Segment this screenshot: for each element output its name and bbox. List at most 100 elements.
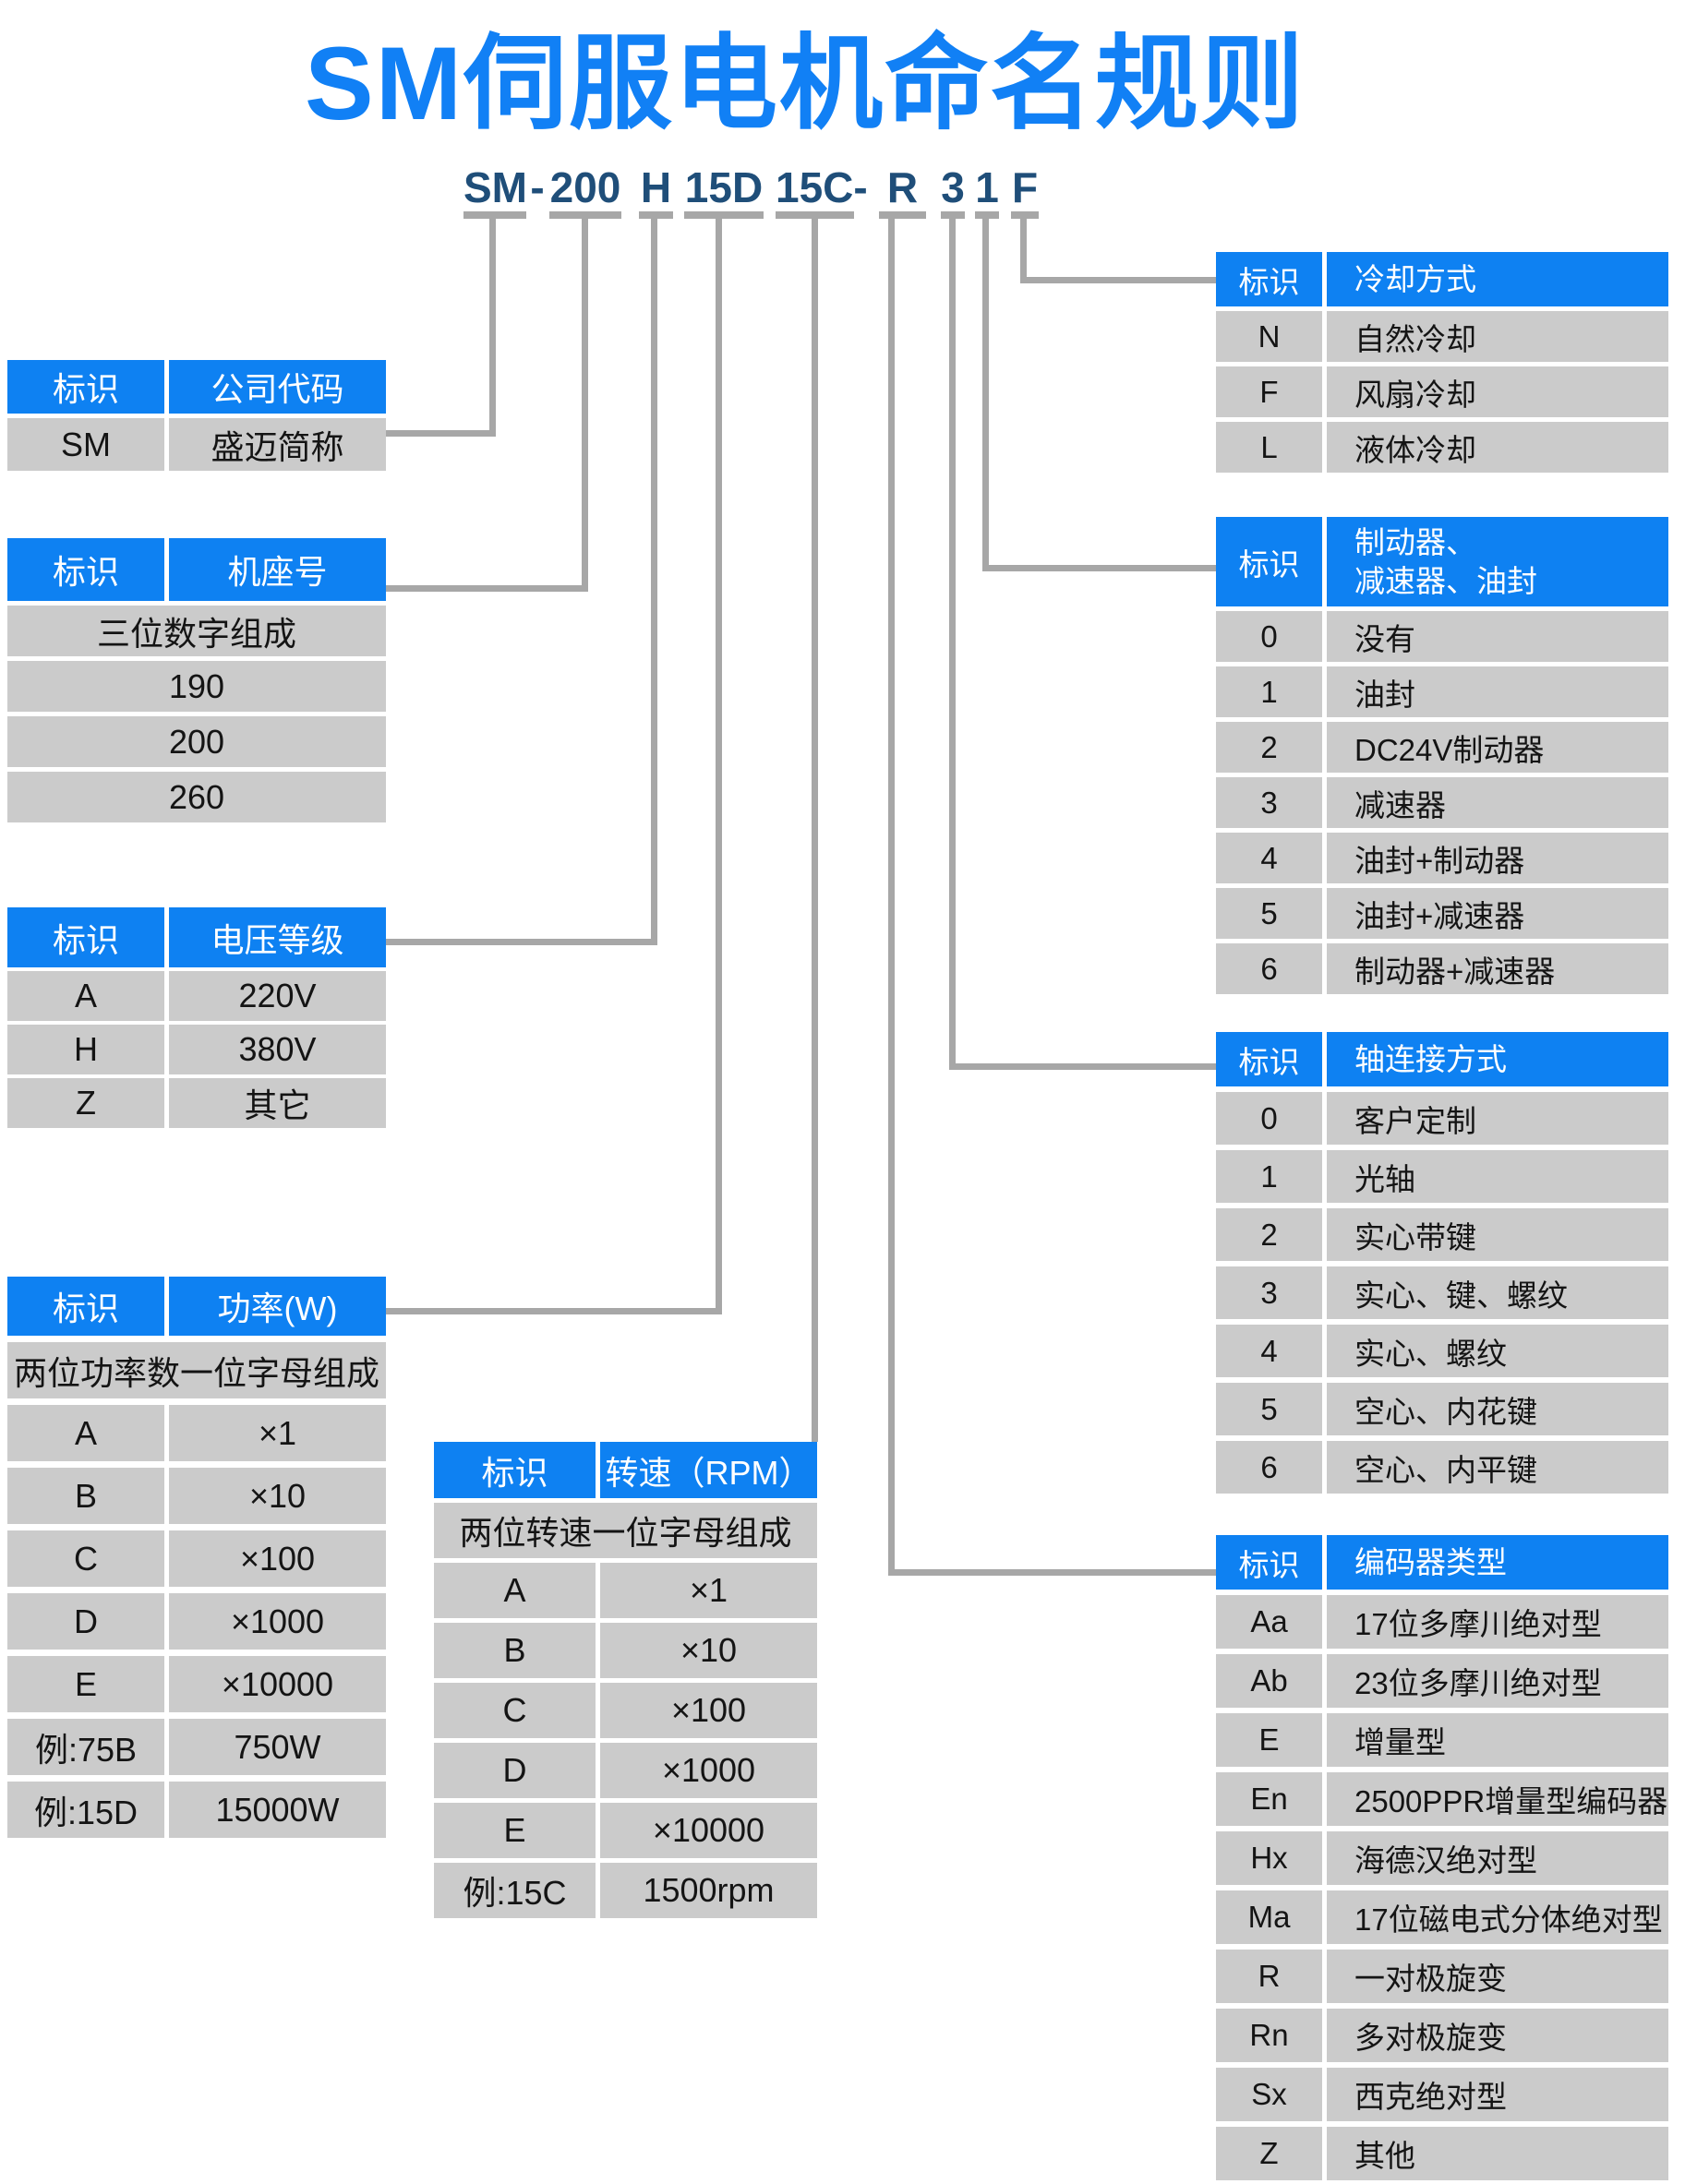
shaft-row-6-desc: 空心、内平键: [1327, 1441, 1668, 1494]
segment-underline-power: [684, 211, 764, 219]
speed-row-1-id: A: [434, 1563, 596, 1618]
frame-header-label: 机座号: [169, 538, 386, 601]
speed-row-3-desc: ×100: [600, 1683, 817, 1738]
shaft-header-row: 标识轴连接方式: [1216, 1032, 1668, 1086]
brake-header-row: 标识制动器、 减速器、油封: [1216, 517, 1668, 606]
shaft-row-4-id: 4: [1216, 1325, 1322, 1377]
power-row-4-id: D: [7, 1593, 164, 1650]
speed-row-1: A×1: [434, 1563, 817, 1618]
encoder-row-8-id: Sx: [1216, 2068, 1322, 2121]
company-header-row: 标识公司代码: [7, 360, 386, 414]
power-row-7-desc: 15000W: [169, 1782, 386, 1838]
connector-vertical-brake: [982, 219, 989, 571]
shaft-row-0-id: 0: [1216, 1092, 1322, 1145]
model-segment-power: 15D: [684, 163, 764, 211]
company-row-0-desc: 盛迈简称: [169, 418, 386, 471]
shaft-header-id: 标识: [1216, 1032, 1322, 1086]
frame-header-row: 标识机座号: [7, 538, 386, 601]
model-segment-voltage: H: [640, 163, 672, 211]
speed-header-label: 转速（RPM）: [600, 1442, 817, 1498]
cooling-header-label: 冷却方式: [1327, 252, 1668, 306]
segment-underline-shaft: [941, 211, 965, 219]
brake-row-0-id: 0: [1216, 611, 1322, 662]
power-row-1: A×1: [7, 1405, 386, 1461]
cooling-row-1-desc: 风扇冷却: [1327, 366, 1668, 417]
connector-vertical-cooling: [1020, 219, 1027, 283]
model-segment-sm: SM: [463, 163, 527, 211]
shaft-row-0-desc: 客户定制: [1327, 1092, 1668, 1145]
brake-row-5-id: 5: [1216, 888, 1322, 939]
voltage-header-row: 标识电压等级: [7, 907, 386, 967]
power-row-1-id: A: [7, 1405, 164, 1461]
power-row-6-desc: 750W: [169, 1719, 386, 1775]
encoder-row-1-desc: 23位多摩川绝对型: [1327, 1654, 1668, 1708]
power-row-3-id: C: [7, 1530, 164, 1587]
brake-header-label: 制动器、 减速器、油封: [1327, 517, 1668, 606]
speed-header-row: 标识转速（RPM）: [434, 1442, 817, 1498]
brake-row-4-desc: 油封+制动器: [1327, 833, 1668, 883]
power-row-5-id: E: [7, 1656, 164, 1712]
segment-underline-frame: [549, 211, 621, 219]
frame-row-2: 200: [7, 716, 386, 767]
shaft-row-2-id: 2: [1216, 1208, 1322, 1261]
speed-row-0-note: 两位转速一位字母组成: [434, 1503, 817, 1558]
voltage-row-0-desc: 220V: [169, 971, 386, 1021]
frame-row-0-note: 三位数字组成: [7, 606, 386, 656]
speed-row-5-desc: ×10000: [600, 1803, 817, 1858]
brake-row-6-id: 6: [1216, 943, 1322, 994]
encoder-row-3-id: En: [1216, 1772, 1322, 1826]
encoder-row-6-desc: 一对极旋变: [1327, 1950, 1668, 2003]
speed-row-0: 两位转速一位字母组成: [434, 1503, 817, 1558]
power-row-5: E×10000: [7, 1656, 386, 1712]
voltage-row-2-id: Z: [7, 1078, 164, 1128]
connector-vertical-encoder: [888, 219, 895, 1576]
speed-row-1-desc: ×1: [600, 1563, 817, 1618]
company-row-0-id: SM: [7, 418, 164, 471]
model-segment-hyphen: -: [530, 163, 545, 211]
power-row-1-desc: ×1: [169, 1405, 386, 1461]
power-row-6-id: 例:75B: [7, 1719, 164, 1775]
cooling-header-id: 标识: [1216, 252, 1322, 306]
connector-horizontal-frame: [386, 585, 588, 592]
speed-row-6-desc: 1500rpm: [600, 1863, 817, 1918]
connector-vertical-voltage: [651, 219, 657, 945]
shaft-row-6-id: 6: [1216, 1441, 1322, 1494]
shaft-row-3-id: 3: [1216, 1266, 1322, 1319]
voltage-row-1-desc: 380V: [169, 1025, 386, 1074]
encoder-row-4-desc: 海德汉绝对型: [1327, 1831, 1668, 1885]
encoder-row-8-desc: 西克绝对型: [1327, 2068, 1668, 2121]
connector-horizontal-power: [386, 1308, 722, 1314]
speed-row-3-id: C: [434, 1683, 596, 1738]
segment-underline-brake: [975, 211, 999, 219]
encoder-row-9-id: Z: [1216, 2127, 1322, 2180]
connector-horizontal-sm: [386, 430, 496, 437]
speed-row-5: E×10000: [434, 1803, 817, 1858]
encoder-row-9-desc: 其他: [1327, 2127, 1668, 2180]
model-segment-cooling: F: [1011, 163, 1039, 211]
power-row-0-note: 两位功率数一位字母组成: [7, 1342, 386, 1398]
speed-row-6-id: 例:15C: [434, 1863, 596, 1918]
connector-horizontal-cooling: [1020, 277, 1216, 283]
encoder-row-5-desc: 17位磁电式分体绝对型: [1327, 1890, 1668, 1944]
connector-vertical-frame: [582, 219, 588, 592]
